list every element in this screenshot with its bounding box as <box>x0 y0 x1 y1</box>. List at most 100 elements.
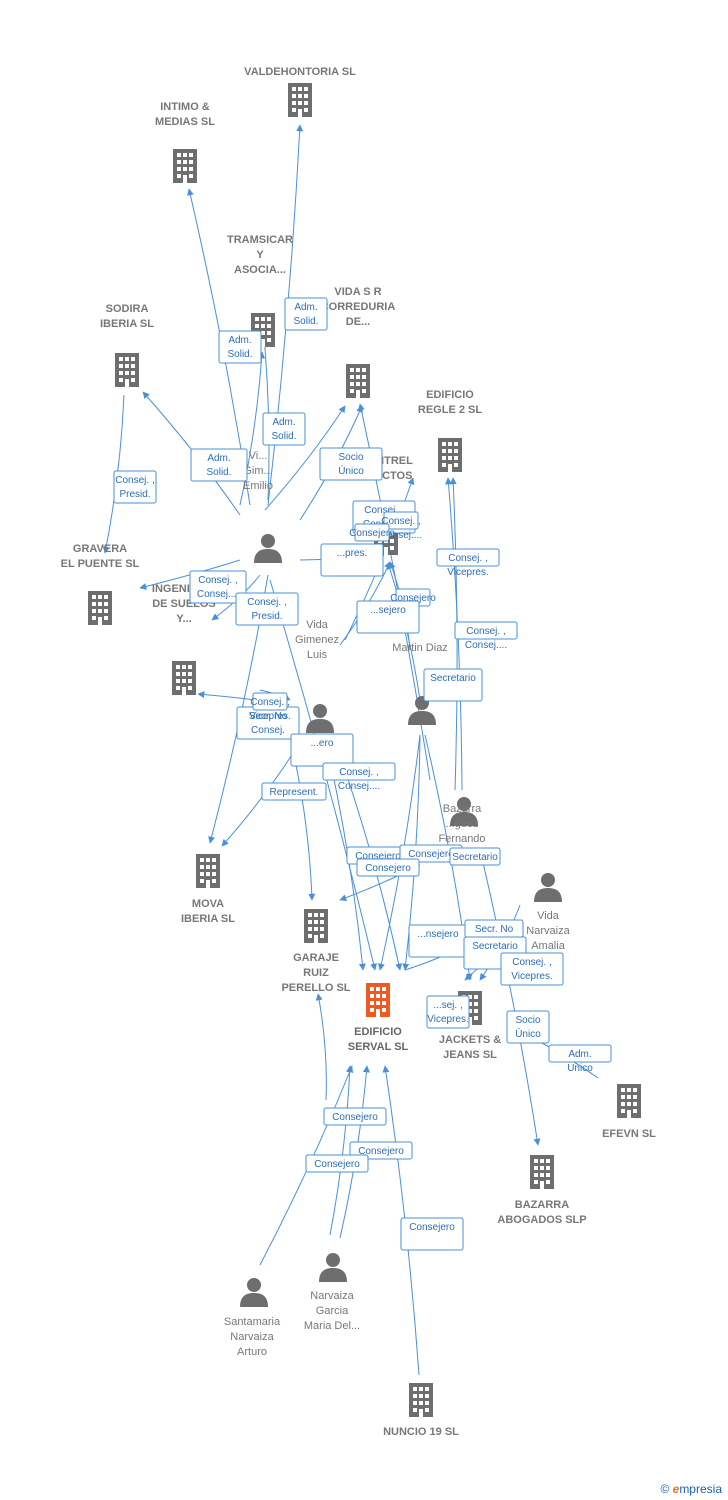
edge-role-label[interactable]: Secretario <box>449 847 501 866</box>
node-label-line: JEANS SL <box>443 1049 497 1061</box>
edge-role-label[interactable]: ...ero <box>290 733 354 767</box>
edge-label-text: Vicepres. <box>511 971 553 982</box>
company-node-vidasr[interactable]: VIDA S RCORREDURIADE... <box>321 286 396 398</box>
relationship-edge <box>315 993 327 1101</box>
relationship-edge <box>197 691 256 701</box>
person-node-emilio[interactable]: Vi...Gim...Emilio <box>243 450 282 563</box>
company-node-transicar[interactable]: TRAMSICARYASOCIA... <box>227 234 293 347</box>
edge-role-label[interactable]: ...pres. <box>320 543 384 577</box>
edge-label-text: Consej. , <box>198 575 237 586</box>
node-label-line: MEDIAS SL <box>155 116 215 128</box>
building-icon <box>88 591 112 625</box>
building-icon <box>172 661 196 695</box>
node-label-line: IBERIA SL <box>100 318 154 330</box>
edge-role-label[interactable]: Consejero <box>305 1154 369 1173</box>
edge-role-label[interactable]: ...nsejero <box>408 924 468 958</box>
edge-label-box <box>426 995 470 1029</box>
edge-label-text: Consej. , <box>466 626 505 637</box>
edge-role-label[interactable]: Consej. , Vicepres. <box>500 952 564 986</box>
edge-label-text: Secretario <box>430 673 476 684</box>
edge-label-text: Adm. <box>272 417 295 428</box>
building-icon <box>288 83 312 117</box>
company-node-jackets[interactable]: JACKETS & JEANS SL <box>439 991 501 1061</box>
edge-label-text: Unico <box>567 1063 593 1074</box>
node-label-line: Maria Del... <box>304 1320 360 1332</box>
node-label-line: JACKETS & <box>439 1034 501 1046</box>
edge-role-label[interactable]: Adm.Solid. <box>190 448 248 482</box>
edge-role-label[interactable]: Consej. ,Consej.... <box>189 570 247 604</box>
edge-role-label[interactable]: Consejero <box>323 1107 387 1126</box>
person-icon <box>319 1253 347 1282</box>
edge-role-label[interactable]: Consejero <box>349 523 395 542</box>
edge-label-box <box>423 668 483 702</box>
company-node-nuncio[interactable]: NUNCIO 19 SL <box>383 1383 459 1438</box>
edge-label-text: ...sejero <box>370 605 406 616</box>
edge-label-box <box>261 782 327 801</box>
edge-label-box <box>218 330 262 364</box>
edge-label-text: Adm. <box>207 453 230 464</box>
company-node-intimo[interactable]: INTIMO &MEDIAS SL <box>155 101 215 183</box>
edge-label-text: Consejero <box>408 849 454 860</box>
edge-label-text: Vicepres. <box>447 567 489 578</box>
footer-brand[interactable]: © empresia <box>660 1482 722 1496</box>
relationship-edge <box>294 759 316 901</box>
edge-role-label[interactable]: Adm.Unico <box>548 1044 612 1074</box>
edge-label-text: Consejero <box>355 851 401 862</box>
node-label-line: EL PUENTE SL <box>61 558 140 570</box>
edge-label-text: Secretario <box>452 852 498 863</box>
edge-role-label[interactable]: Consej. ,Consej.... <box>380 511 422 541</box>
edge-role-label[interactable]: Consej. ,Consej.... <box>322 762 396 792</box>
edge-role-label[interactable]: Adm. Solid. <box>262 412 306 446</box>
edge-role-label[interactable]: Consej. ,Vicepres. <box>436 548 500 578</box>
edge-label-text: Consejero <box>409 1222 455 1233</box>
edge-label-box <box>190 448 248 482</box>
edge-label-box <box>319 447 383 481</box>
node-label-line: REGLE 2 SL <box>418 404 482 416</box>
edge-role-label[interactable]: ...sejero <box>356 600 420 634</box>
edge-label-text: Solid. <box>227 349 252 360</box>
edge-label-text: Adm. <box>228 335 251 346</box>
node-label-line: VALDEHONTORIA SL <box>244 66 356 78</box>
edge-label-text: Consejero <box>358 1146 404 1157</box>
edge-role-label[interactable]: Adm. Solid. <box>218 330 262 364</box>
edge-role-label[interactable]: Consej. ,Consej.... <box>454 621 518 651</box>
edge-role-label[interactable]: Consejero <box>356 858 420 877</box>
edge-label-text: Consej. , <box>247 597 286 608</box>
edge-role-label[interactable]: Consej. ,Presid. <box>113 470 157 504</box>
edge-role-label[interactable]: Consej. ,Vicepres. <box>249 692 291 722</box>
edge-label-text: Consejero <box>314 1159 360 1170</box>
company-node-valdehontoria[interactable]: VALDEHONTORIA SL <box>244 66 356 117</box>
node-label-line: Vi... <box>249 450 268 462</box>
edge-role-label[interactable]: Consejero <box>400 1217 464 1251</box>
company-node-gravera[interactable]: GRAVERA EL PUENTE SL <box>61 543 140 625</box>
edge-role-label[interactable]: Adm.Solid. <box>284 297 328 331</box>
person-icon <box>240 1278 268 1307</box>
edge-role-label[interactable]: Represent. <box>261 782 327 801</box>
edge-label-text: Consej. , <box>512 957 551 968</box>
edge-label-box <box>449 847 501 866</box>
edge-role-label[interactable]: Secretario <box>423 668 483 702</box>
company-node-efevn[interactable]: EFEVN SL <box>602 1084 656 1140</box>
edge-label-box <box>500 952 564 986</box>
edge-label-text: Solid. <box>271 431 296 442</box>
edge-role-label[interactable]: Consej. ,Presid. <box>235 592 299 626</box>
edge-label-text: Único <box>515 1027 541 1040</box>
node-label-line: GRAVERA <box>73 543 127 555</box>
edge-role-label[interactable]: ...sej. ,Vicepres. <box>426 995 470 1029</box>
person-node-martin[interactable]: Martin Diaz <box>392 642 448 725</box>
edge-label-text: Consej. , <box>364 505 403 516</box>
